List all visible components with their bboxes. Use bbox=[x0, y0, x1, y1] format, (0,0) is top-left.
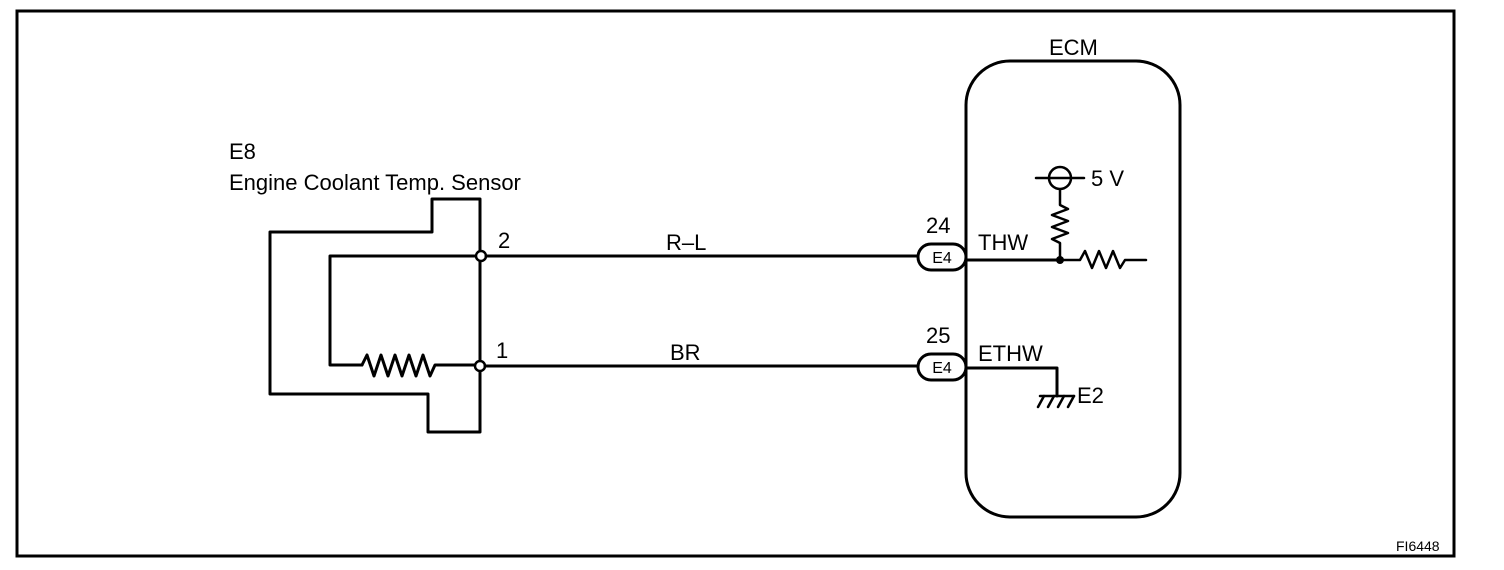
diagram-frame bbox=[15, 9, 1456, 558]
connector-e4-pin-24-body bbox=[916, 242, 968, 272]
sensor-name-label: Engine Coolant Temp. Sensor bbox=[229, 170, 521, 195]
wire-br-color-label: BR bbox=[670, 340, 701, 365]
pull-up-resistor-symbol bbox=[1050, 188, 1070, 262]
internal-resistor-symbol bbox=[1060, 249, 1148, 270]
ethw-internal-wire bbox=[964, 366, 1059, 398]
ground-hatch-3 bbox=[1056, 394, 1066, 409]
ecm-pin-24-number: 24 bbox=[926, 213, 950, 238]
sensor-housing-outline bbox=[268, 197, 482, 434]
thermistor-resistor-symbol bbox=[360, 353, 477, 378]
ecm-thw-circuit bbox=[964, 165, 1148, 270]
sensor-pin-1-number: 1 bbox=[496, 338, 508, 363]
ground-hatch-1 bbox=[1036, 394, 1046, 409]
ecm-ethw-circuit bbox=[964, 366, 1076, 409]
ecm-title: ECM bbox=[1049, 35, 1098, 60]
wire-r-l-color-label: R–L bbox=[666, 230, 706, 255]
coolant-temp-sensor bbox=[268, 197, 488, 434]
supply-voltage-label: 5 V bbox=[1091, 166, 1124, 191]
ecm-terminal-ethw-label: ETHW bbox=[978, 341, 1043, 366]
ecm-terminal-thw-label: THW bbox=[978, 230, 1028, 255]
figure-id: FI6448 bbox=[1396, 538, 1440, 554]
ground-hatch-4 bbox=[1066, 394, 1076, 409]
ecm-pin-25-number: 25 bbox=[926, 323, 950, 348]
sensor-code-label: E8 bbox=[229, 139, 256, 164]
sensor-internal-wire bbox=[328, 254, 483, 367]
ecm-connector-pin-25: E4 bbox=[916, 352, 968, 382]
ground-e2-label: E2 bbox=[1077, 383, 1104, 408]
ecm-connector-pin-24: E4 bbox=[916, 242, 968, 272]
connector-e4-pin-24-code: E4 bbox=[932, 250, 952, 267]
ground-hatch-2 bbox=[1046, 394, 1056, 409]
sensor-pin-2-number: 2 bbox=[498, 228, 510, 253]
connector-e4-pin-25-code: E4 bbox=[932, 360, 952, 377]
ecm-outline bbox=[964, 59, 1182, 519]
